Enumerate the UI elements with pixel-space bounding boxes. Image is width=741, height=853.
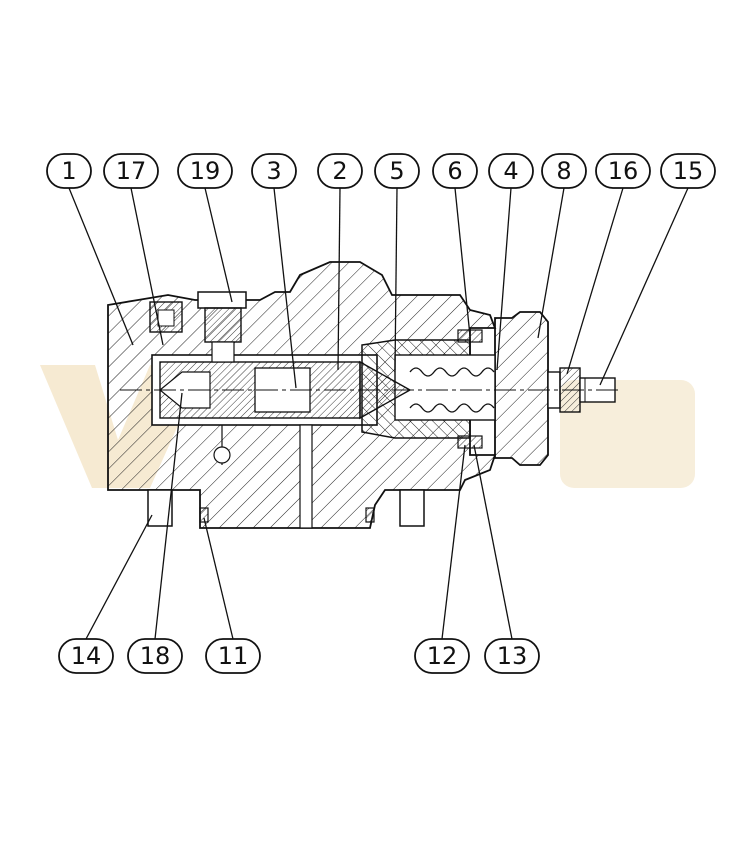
callout-balloon xyxy=(317,153,363,189)
bottom-pins xyxy=(147,489,425,527)
callout-balloon xyxy=(127,638,183,674)
callout-11: 11 xyxy=(205,638,261,674)
callout-label: 13 xyxy=(497,642,528,670)
callout-label: 3 xyxy=(266,157,281,185)
callout-1: 1 xyxy=(46,153,92,189)
callouts: 1 17 19 3 2 5 6 4 8 16 15 14 18 11 12 13 xyxy=(46,153,716,674)
leader-lines xyxy=(68,187,689,640)
callout-15: 15 xyxy=(660,153,716,189)
callout-label: 12 xyxy=(427,642,458,670)
leader-line-11 xyxy=(203,517,234,640)
spring xyxy=(409,367,495,413)
callout-balloon xyxy=(46,153,92,189)
callout-label: 14 xyxy=(71,642,102,670)
callout-5: 5 xyxy=(374,153,420,189)
callout-3: 3 xyxy=(251,153,297,189)
callout-balloon xyxy=(177,153,233,189)
leader-line-16 xyxy=(566,187,624,375)
callout-2: 2 xyxy=(317,153,363,189)
callout-balloon xyxy=(484,638,540,674)
leader-line-14 xyxy=(85,514,153,640)
leader-line-6 xyxy=(454,187,471,337)
leader-line-17 xyxy=(130,187,164,346)
callout-label: 1 xyxy=(61,157,76,185)
callout-balloon xyxy=(541,153,587,189)
callout-balloon xyxy=(103,153,159,189)
callout-balloon xyxy=(374,153,420,189)
leader-line-3 xyxy=(273,187,297,389)
callout-balloon xyxy=(414,638,470,674)
callout-4: 4 xyxy=(488,153,534,189)
leader-line-18 xyxy=(154,392,183,640)
callout-balloon xyxy=(488,153,534,189)
callout-balloon xyxy=(660,153,716,189)
callout-label: 6 xyxy=(447,157,462,185)
callout-label: 2 xyxy=(332,157,347,185)
leader-line-5 xyxy=(394,187,398,371)
callout-label: 8 xyxy=(556,157,571,185)
callout-13: 13 xyxy=(484,638,540,674)
callout-balloon xyxy=(595,153,651,189)
callout-label: 19 xyxy=(190,157,221,185)
callout-balloon xyxy=(251,153,297,189)
callout-16: 16 xyxy=(595,153,651,189)
callout-19: 19 xyxy=(177,153,233,189)
callout-label: 4 xyxy=(503,157,518,185)
leader-line-4 xyxy=(496,187,512,371)
callout-label: 16 xyxy=(608,157,639,185)
top-plug xyxy=(197,291,247,465)
callout-label: 18 xyxy=(140,642,171,670)
callout-balloon xyxy=(58,638,114,674)
callout-label: 5 xyxy=(389,157,404,185)
leader-line-19 xyxy=(204,187,233,303)
callout-14: 14 xyxy=(58,638,114,674)
vertical-port xyxy=(299,424,313,529)
leader-line-8 xyxy=(537,187,565,339)
leader-line-1 xyxy=(68,187,134,346)
callout-balloon xyxy=(205,638,261,674)
callout-balloon xyxy=(432,153,478,189)
leader-line-15 xyxy=(599,187,689,386)
callout-17: 17 xyxy=(103,153,159,189)
callout-label: 17 xyxy=(116,157,147,185)
callout-12: 12 xyxy=(414,638,470,674)
leader-line-2 xyxy=(337,187,341,371)
callout-label: 15 xyxy=(673,157,704,185)
leader-line-12 xyxy=(441,444,466,640)
callout-label: 11 xyxy=(218,642,249,670)
callout-6: 6 xyxy=(432,153,478,189)
leader-line-13 xyxy=(473,444,513,640)
callout-18: 18 xyxy=(127,638,183,674)
callout-8: 8 xyxy=(541,153,587,189)
